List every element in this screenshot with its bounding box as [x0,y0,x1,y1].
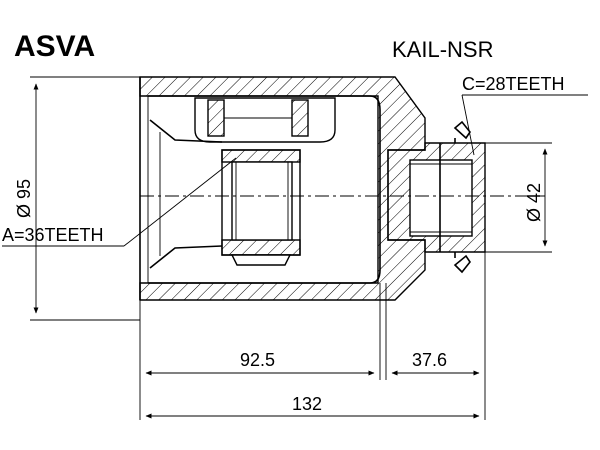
part-number: KAIL-NSR [392,37,493,62]
label-c-teeth: C=28TEETH [462,74,565,94]
dim-lengths: 92.5 37.6 132 [139,252,486,420]
stub-shaft [387,120,486,274]
label-dia-outer: Ø 95 [14,179,34,218]
housing [139,76,426,301]
label-length-total: 132 [292,394,322,414]
leader-a-teeth: A=36TEETH [2,157,237,247]
dim-outer-diameter: Ø 95 [14,76,140,321]
brand-logo: ASVA [14,30,95,63]
label-length-main: 92.5 [240,350,275,370]
label-a-teeth: A=36TEETH [2,225,104,245]
leader-c-teeth: C=28TEETH [461,74,588,156]
label-length-stub: 37.6 [412,350,447,370]
dim-inner-diameter: Ø 42 [485,142,552,253]
tripod-assembly [149,97,336,269]
label-dia-inner: Ø 42 [524,183,544,222]
